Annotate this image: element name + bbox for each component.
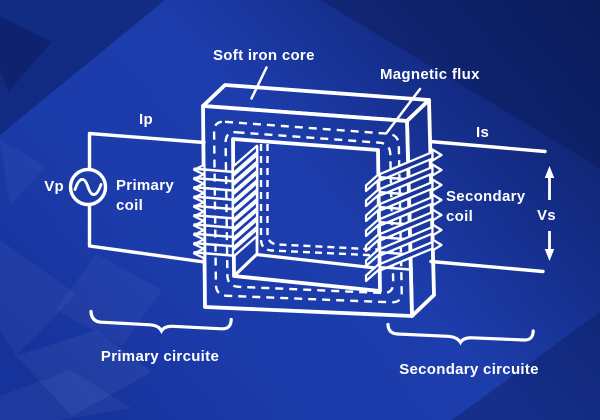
primary-circuit-brace [89,309,233,334]
primary-coil-winding [192,144,259,260]
soft-iron-core-pointer [250,66,268,100]
primary-top-wire [87,131,206,172]
secondary-bottom-wire [429,259,545,274]
secondary-circuit-brace [386,322,535,346]
primary-current-label: Ip [139,111,153,128]
coil-turn-segment [193,223,235,229]
coil-turn-segment [193,251,235,257]
coil-turn-segment [193,204,235,211]
flux-loop-outer [212,120,403,304]
coil-turn-segment [431,178,443,192]
coil-turn-segment [431,148,443,162]
coil-turn-segment [431,193,443,207]
flux-window-line-1 [259,144,379,257]
secondary-coil-winding [364,148,443,283]
circuit-braces [89,309,535,346]
coil-turn-segment [193,241,235,248]
coil-turn-segment [431,223,443,237]
coil-turn-segment [193,186,235,192]
secondary-coil-label: Secondary coil [446,188,526,225]
magnetic-flux-lines [212,120,403,304]
coil-turn-segment [193,176,235,183]
circuit-wires [87,131,547,274]
coil-turn-segment [431,238,443,252]
pointer-lines [250,66,422,135]
flux-loop-inner [224,131,395,295]
coil-turn-segment [193,195,235,202]
coil-turn-segment [431,163,443,177]
coil-turn-segment [193,232,235,239]
magnetic-flux-pointer [385,87,422,135]
primary-bottom-wire [87,202,206,264]
core-window-inner-bottom [232,252,382,278]
primary-voltage-label: Vp [44,178,64,195]
secondary-current-label: Is [476,124,490,141]
coil-turn-segment [431,208,443,222]
coil-turn-segment [378,265,413,271]
vs-arrow-indicator [544,166,555,261]
secondary-circuit-label: Secondary circuite [399,361,539,378]
coil-turn-segment [193,167,235,174]
primary-circuit-label: Primary circuite [100,348,220,365]
flux-window-line-2 [266,144,379,251]
ac-source-icon [68,167,108,207]
secondary-voltage-label: Vs [537,207,556,224]
coil-turn-segment [193,213,235,220]
secondary-top-wire [428,139,547,154]
primary-coil-label: Primary coil [116,177,174,214]
magnetic-flux-label: Magnetic flux [380,66,480,83]
soft-iron-core-label: Soft iron core [213,47,315,64]
